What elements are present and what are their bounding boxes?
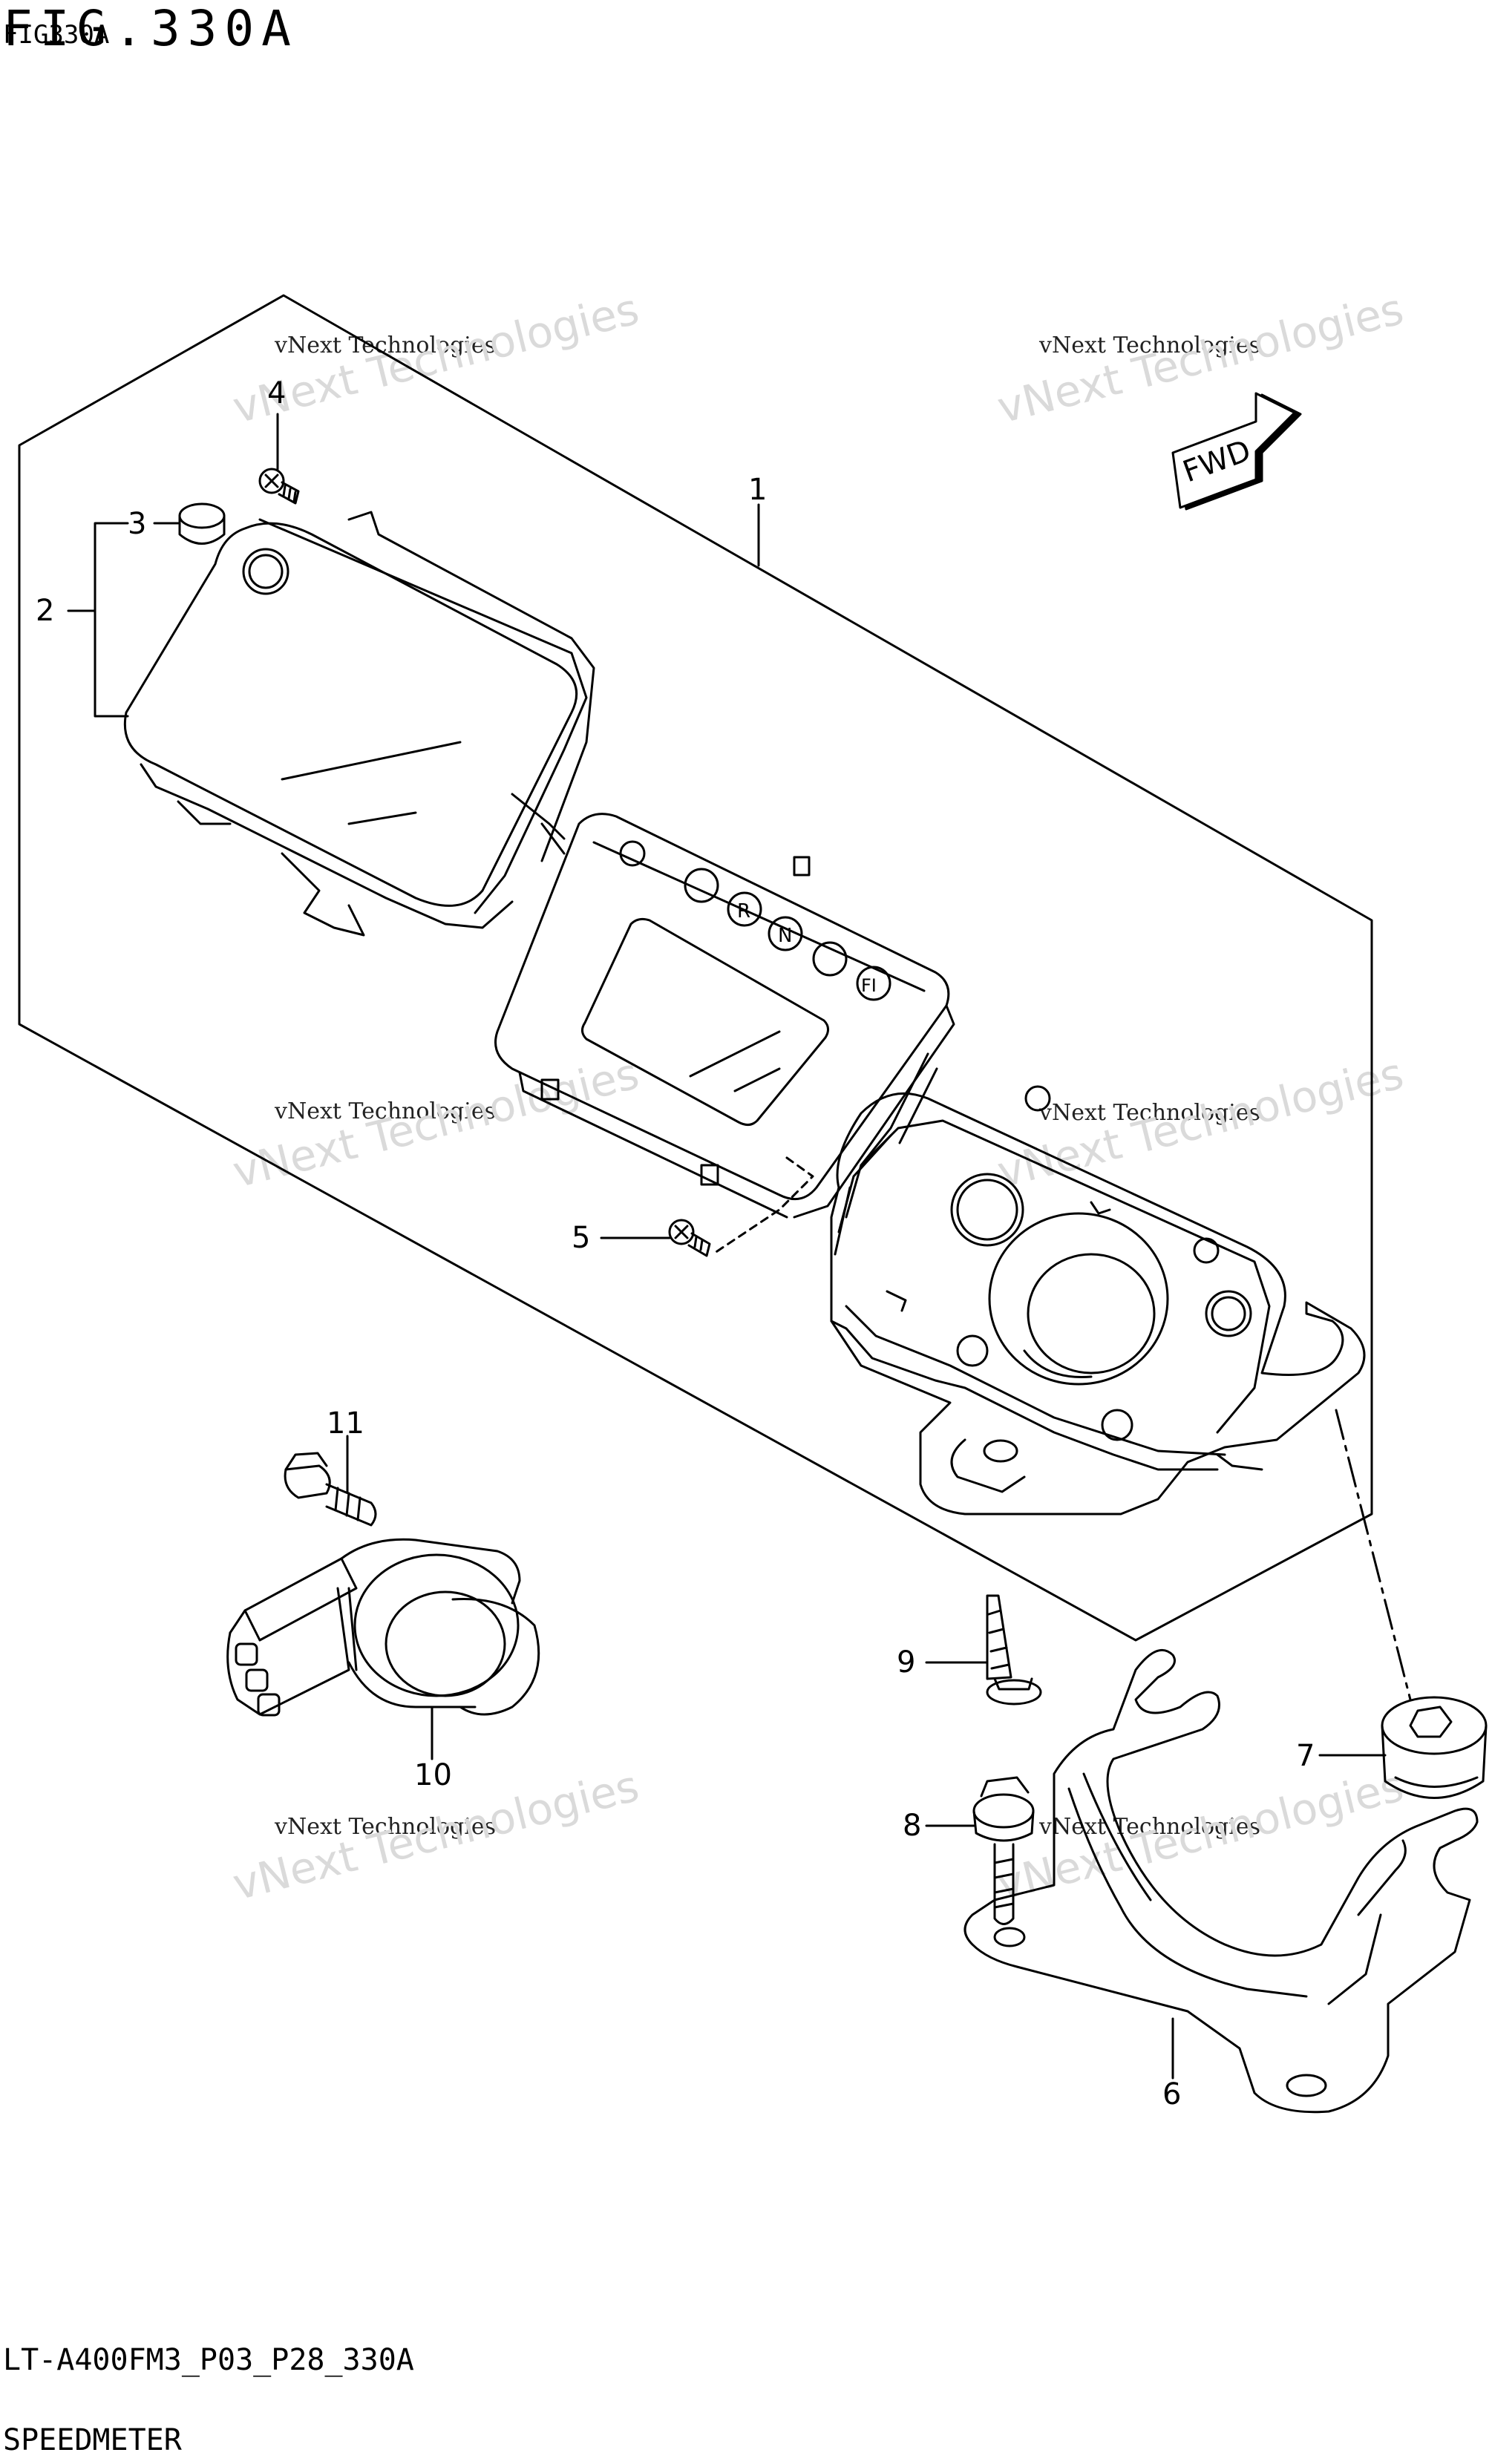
rubber-cap: [178, 502, 226, 545]
model-code: LT-A400FM3_P03_P28_330A: [3, 2343, 414, 2377]
figure-code: FIG330A: [3, 20, 110, 50]
indicator-r: R: [737, 900, 750, 923]
meter-case: [830, 1085, 1366, 1516]
screw-guide-dash: [711, 1156, 814, 1256]
screw-lower: [668, 1219, 711, 1257]
lens-cover: [123, 511, 595, 937]
callout-3: 3: [128, 507, 147, 541]
callout-10: 10: [414, 1758, 452, 1792]
fwd-arrow-badge: FWD: [1171, 392, 1302, 511]
svg-text:vNext Technologies: vNext Technologies: [992, 284, 1408, 433]
assembly-boundary: [18, 294, 1373, 1642]
callout-2: 2: [36, 594, 55, 628]
watermark-logo-group: vNext Technologies vNext Technologies vN…: [228, 284, 1408, 1910]
case-guide-dash: [1335, 1409, 1412, 1701]
tapping-screw: [986, 1594, 1042, 1706]
callout-1: 1: [748, 473, 768, 507]
indicator-n: N: [778, 925, 792, 947]
callout-6: 6: [1162, 2077, 1182, 2111]
flange-bolt: [972, 1776, 1035, 1925]
callout-8: 8: [903, 1809, 922, 1843]
grommet: [1381, 1696, 1488, 1799]
callout-4: 4: [267, 376, 287, 410]
callout-7: 7: [1296, 1739, 1315, 1773]
display-bezel: [494, 813, 955, 1219]
mounting-bracket: [963, 1648, 1479, 2114]
speed-sensor: [226, 1538, 540, 1717]
svg-text:vNext Technologies: vNext Technologies: [992, 1048, 1408, 1198]
figure-title: FIG.330A: [3, 0, 298, 57]
svg-text:vNext Technologies: vNext Technologies: [228, 1048, 644, 1198]
callout-5: 5: [572, 1221, 591, 1255]
callout-9: 9: [897, 1645, 916, 1680]
screw-upper: [258, 468, 300, 505]
callout-11: 11: [327, 1406, 364, 1441]
svg-text:vNext Technologies: vNext Technologies: [228, 284, 644, 433]
sensor-bolt: [284, 1452, 377, 1527]
indicator-fi: FI: [861, 975, 877, 996]
section-title: SPEEDMETER: [3, 2423, 182, 2457]
leader-lines: [67, 413, 1387, 2080]
